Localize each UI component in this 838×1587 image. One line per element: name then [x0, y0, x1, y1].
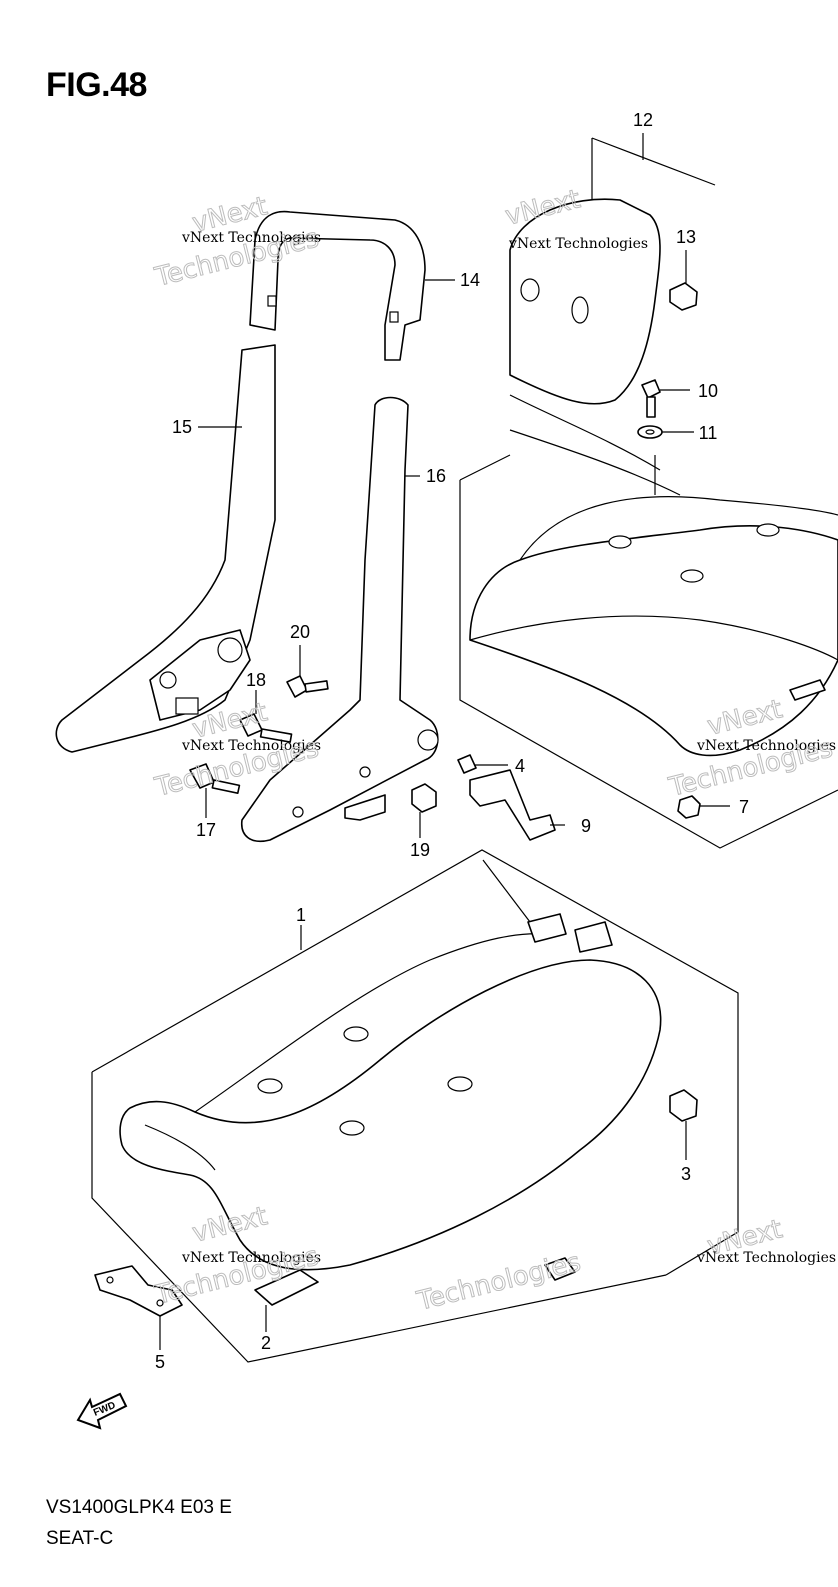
- front-seat: [91, 849, 739, 1363]
- callout-7: 7: [739, 797, 749, 817]
- fwd-arrow-icon: FWD: [76, 1392, 128, 1430]
- watermark-text: vNext Technologies: [181, 738, 321, 754]
- callout-11: 11: [699, 423, 718, 443]
- callout-18: 18: [246, 670, 266, 690]
- callout-10: 10: [698, 381, 718, 401]
- callouts: 1 2 3 4 5 7 9 10 11 12 13 14 15 16 17 18…: [155, 110, 749, 1372]
- callout-2: 2: [261, 1333, 271, 1353]
- fasteners: [189, 282, 701, 1122]
- callout-16: 16: [426, 466, 446, 486]
- callout-20: 20: [290, 622, 310, 642]
- backrest-pipe: [249, 210, 426, 361]
- callout-3: 3: [681, 1164, 691, 1184]
- backrest-stay-right: [241, 396, 439, 842]
- callout-17: 17: [196, 820, 216, 840]
- backrest-stay-left: [55, 344, 276, 753]
- rear-seat-cushion: [469, 496, 838, 757]
- callout-1: 1: [296, 905, 306, 925]
- callout-5: 5: [155, 1352, 165, 1372]
- callout-19: 19: [410, 840, 430, 860]
- leader-lines: [159, 133, 730, 1350]
- watermark-tech: Technologies: [413, 1247, 583, 1317]
- callout-4: 4: [515, 756, 525, 776]
- callout-9: 9: [581, 816, 591, 836]
- section-name: SEAT-C: [46, 1528, 114, 1549]
- model-code: VS1400GLPK4 E03 E: [46, 1497, 232, 1518]
- watermark-text: vNext Technologies: [696, 1250, 836, 1266]
- callout-13: 13: [676, 227, 696, 247]
- watermark-text: vNext Technologies: [181, 230, 321, 246]
- callout-14: 14: [460, 270, 480, 290]
- watermark-text: vNext Technologies: [696, 738, 836, 754]
- seat-brackets: [94, 1257, 576, 1317]
- callout-12: 12: [633, 110, 653, 130]
- backrest-pad: [509, 198, 681, 496]
- figure-title: FIG.48: [46, 66, 147, 104]
- watermark-text: vNext Technologies: [181, 1250, 321, 1266]
- watermark-text: vNext Technologies: [508, 236, 648, 252]
- rear-seat-frame: [459, 454, 838, 849]
- callout-15: 15: [172, 417, 192, 437]
